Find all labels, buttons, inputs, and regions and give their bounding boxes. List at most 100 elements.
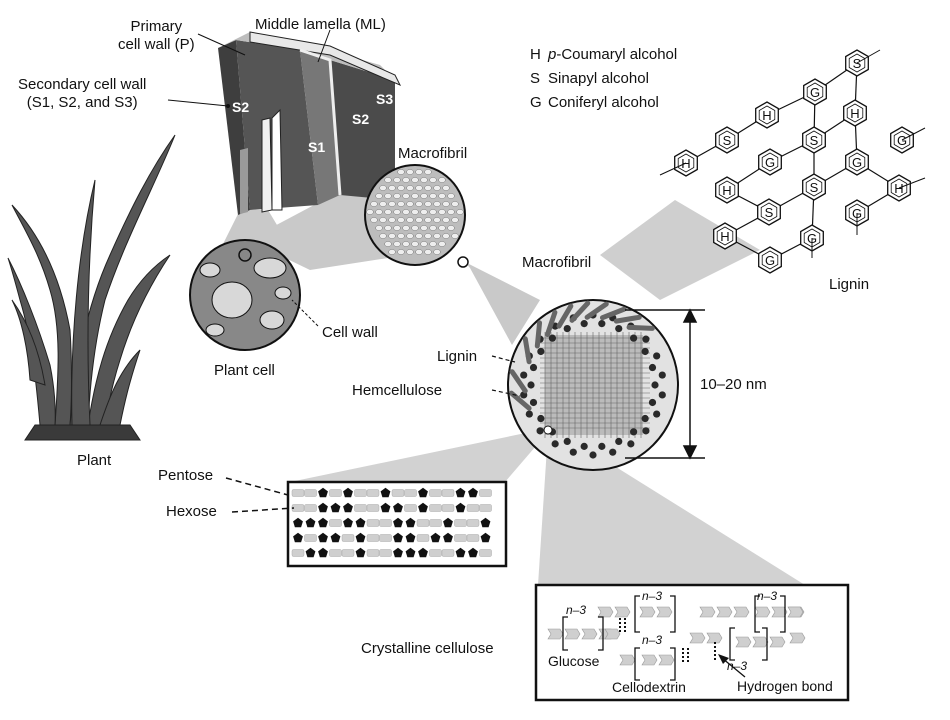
hexose-unit [454,534,467,542]
pentose-unit [443,517,453,528]
legend-key-s: S [530,70,541,87]
pentose-unit [305,547,316,558]
lignin-ring-label: S [810,133,819,148]
pentose-unit [418,547,428,558]
macrofibril-strand [388,249,396,255]
pentose-unit [318,487,328,498]
projection-cone-hemicellulose [290,430,548,482]
macrofibril-strand [429,241,437,247]
hexose-unit [466,504,480,512]
glucose-unit [789,632,806,644]
n3-label-3: n–3 [642,633,662,647]
glucose-unit [614,606,631,618]
macrofibril-strand [438,193,446,199]
lignin-bond-stub [898,177,926,189]
hemicellulose-bead [648,363,657,372]
hemicellulose-label: Hemcellulose [352,382,443,399]
macrofibril-strand [424,217,432,223]
macrofibril-strand [420,225,428,231]
lignin-ring-label: S [853,56,862,71]
lignin-ring-inner [718,180,736,200]
macrofibril-strand [424,201,432,207]
hemicellulose-bead [642,427,650,435]
pentose-unit [330,532,341,543]
macrofibril-strand [370,201,378,207]
macrofibril-strand [393,209,401,215]
macrofibril-strand [397,185,405,191]
hemicellulose-bead [651,381,659,389]
leader-secondary-wall [167,99,229,107]
hexose-unit [429,519,442,527]
hexose-unit [454,519,467,527]
pentose-unit [318,547,328,558]
pentose-unit [455,547,466,558]
macrofibril-strand [420,209,428,215]
lignin-right-label: Lignin [829,276,870,293]
hexose-unit [329,489,342,497]
pentose-label: Pentose [158,467,214,484]
macrofibril-strand [411,193,419,199]
projection-cone-cellulose [538,432,805,585]
hexose-unit [354,504,367,512]
lignin-ring-label: G [810,85,820,100]
macrofibril-strand [415,217,423,223]
glucose-unit [547,628,564,640]
hemicellulose-bead [529,398,538,407]
layer-s2-left: S2 [232,99,249,115]
hexose-unit [479,489,492,497]
hemicellulose-bead [563,437,571,445]
hexose-unit [391,489,405,497]
macrofibril-strand [442,185,450,191]
legend-key-h: H [530,46,541,63]
lignin-ring-label: S [723,133,732,148]
glucose-unit [769,636,786,648]
macrofibril-strand [370,217,378,223]
diameter-label: 10–20 nm [700,376,767,393]
lignin-ring-inner [806,82,824,102]
hemicellulose-bead [525,410,533,418]
hemicellulose-bead [548,334,556,342]
leader-hexose [231,507,295,513]
lignin-ring-label: G [897,133,907,148]
hexose-unit [304,489,317,497]
macrofibril-strand [402,209,410,215]
pentose-unit [468,547,478,558]
glucose-label: Glucose [548,653,600,669]
macrofibril-strand [379,233,387,239]
pentose-unit [480,532,491,543]
lignin-ring-inner [805,177,823,197]
macrofibril-strand [393,241,401,247]
hemicellulose-bead [641,414,649,423]
hexose-unit [366,519,380,527]
macrofibril-strand [451,217,459,223]
glucose-unit [733,606,750,618]
lignin-ring [843,99,867,127]
hemicellulose-bead [653,410,661,418]
lignin-ring [713,222,737,250]
plant-label: Plant [77,452,112,469]
lignin-rod [584,301,609,320]
hemicellulose-bead [580,320,588,328]
hexose-unit [416,534,430,542]
pentose-unit [393,532,403,543]
hexose-unit [341,534,355,542]
lignin-left-label: Lignin [437,348,478,365]
macrofibril-strand [424,185,432,191]
hemicellulose-bead [658,371,666,379]
glucose-unit [699,606,716,618]
hexose-unit [304,504,317,512]
hemicellulose-bead [630,334,638,342]
primary-cell-wall-label: Primary cell wall (P) [118,18,195,53]
hexose-unit [441,504,455,512]
lignin-ring-inner [761,152,779,172]
hydrogen-bond-label: Hydrogen bond [737,678,833,694]
lignin-ring-inner [848,152,866,172]
lignin-rod [613,314,642,324]
pentose-unit [418,487,428,498]
lignin-rod [509,369,528,394]
hexose-unit [466,519,480,527]
lignin-ring-label: H [720,229,729,244]
lignin-bond-stub [901,127,926,141]
leader-pentose [225,477,289,496]
